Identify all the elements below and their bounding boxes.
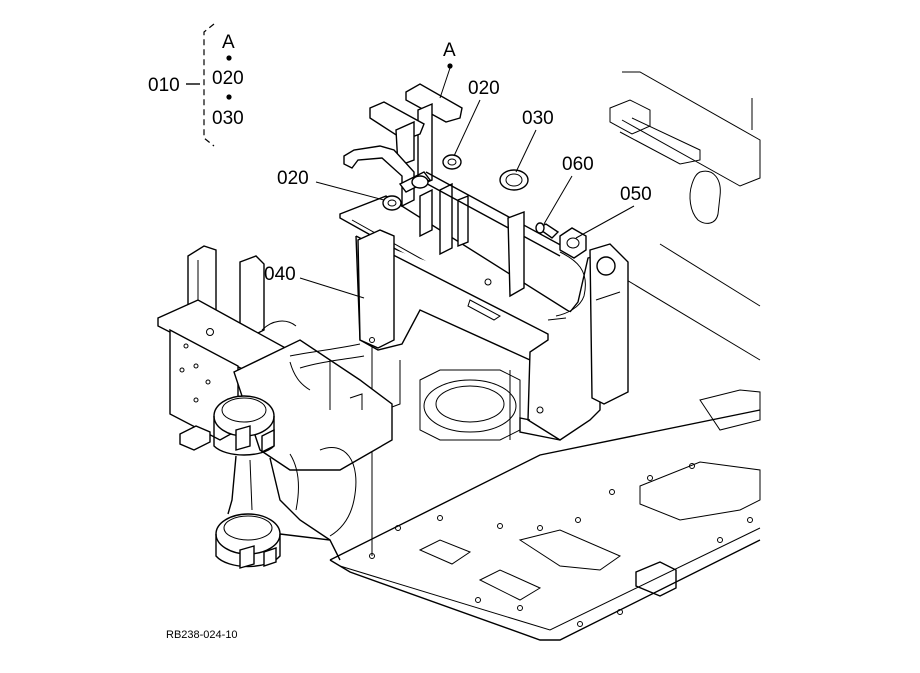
right-frame-outline [609,71,761,361]
callouts: A 020 030 060 050 020 040 [264,40,652,299]
lever-assembly [343,83,586,317]
callout-a: A [443,40,456,61]
grease-fitting [357,229,395,559]
group-bracket: 010 A 020 030 [148,23,244,147]
swing-bearing [383,360,521,441]
callout-020-upper: 020 [468,78,500,99]
callout-040: 040 [264,264,296,285]
drawing-code: RB238-024-10 [166,629,238,641]
group-item-030: 030 [212,108,244,129]
leader-dot [447,63,453,69]
bullet-dot [226,55,232,61]
group-label: 010 [148,75,180,96]
bullet-dot [226,94,232,100]
main-bracket [339,195,629,441]
callout-050: 050 [620,184,652,205]
group-item-020: 020 [212,68,244,89]
group-item-a: A [222,32,235,53]
boom-bracket [157,245,393,569]
callout-030: 030 [522,108,554,129]
callout-060: 060 [562,154,594,175]
callout-020-lower: 020 [277,168,309,189]
chassis-plate [329,389,761,641]
